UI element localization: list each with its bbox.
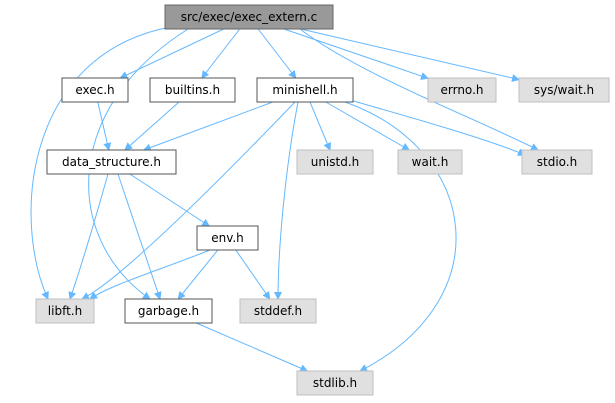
node-label: libft.h xyxy=(48,304,82,318)
node-root: src/exec/exec_extern.c xyxy=(164,4,334,30)
edge-root-to-errno-h xyxy=(283,28,429,80)
edge-builtins-h-to-data-structure-h xyxy=(124,101,180,151)
edge-env-h-to-stddef-h xyxy=(235,249,271,300)
node-box xyxy=(427,77,497,103)
edge-minishell-h-to-stddef-h xyxy=(274,101,299,300)
edge-garbage-h-to-stdlib-h xyxy=(196,322,309,372)
node-env-h[interactable]: env.h xyxy=(196,225,259,251)
edge-root-to-syswait-h xyxy=(300,28,520,82)
edge-data-structure-h-to-libft-h xyxy=(68,173,109,300)
node-unistd-h: unistd.h xyxy=(296,149,374,175)
node-label: src/exec/exec_extern.c xyxy=(181,10,317,24)
edge-minishell-h-to-stdlib-h xyxy=(344,101,457,372)
edge-root-to-minishell-h xyxy=(257,28,297,79)
node-garbage-h[interactable]: garbage.h xyxy=(124,298,213,324)
edge-minishell-h-to-data-structure-h xyxy=(142,101,273,152)
edge-minishell-h-to-stdio-h xyxy=(349,99,526,156)
node-label: env.h xyxy=(211,231,244,245)
node-box xyxy=(296,370,374,396)
node-label: sys/wait.h xyxy=(534,83,594,97)
node-box xyxy=(61,77,129,103)
node-label: stddef.h xyxy=(254,304,302,318)
node-label: stdlib.h xyxy=(313,376,357,390)
edge-minishell-h-to-wait-h xyxy=(325,101,411,151)
node-builtins-h[interactable]: builtins.h xyxy=(149,77,236,103)
edge-root-to-stdio-h xyxy=(299,28,539,151)
node-label: unistd.h xyxy=(311,155,360,169)
edge-env-h-to-libft-h xyxy=(89,249,211,300)
node-box xyxy=(149,77,236,103)
node-box xyxy=(521,149,593,175)
edge-minishell-h-to-libft-h xyxy=(81,101,296,300)
node-box xyxy=(124,298,213,324)
node-box xyxy=(164,4,334,30)
nodes-layer: src/exec/exec_extern.c exec.h builtins.h mi… xyxy=(35,4,610,396)
node-label: minishell.h xyxy=(272,83,337,97)
edges-layer xyxy=(30,26,539,372)
edge-minishell-h-to-unistd-h xyxy=(309,101,331,151)
node-label: data_structure.h xyxy=(62,155,161,169)
edge-data-structure-h-to-env-h xyxy=(129,173,211,227)
node-stdlib-h: stdlib.h xyxy=(296,370,374,396)
node-label: wait.h xyxy=(412,155,449,169)
node-errno-h: errno.h xyxy=(427,77,497,103)
edge-env-h-to-garbage-h xyxy=(177,249,219,300)
node-label: errno.h xyxy=(441,83,484,97)
edge-exec-h-to-data-structure-h xyxy=(97,101,112,151)
node-wait-h: wait.h xyxy=(397,149,463,175)
node-stddef-h: stddef.h xyxy=(239,298,317,324)
node-libft-h: libft.h xyxy=(35,298,95,324)
node-data-structure-h[interactable]: data_structure.h xyxy=(46,149,177,175)
node-box xyxy=(296,149,374,175)
node-label: garbage.h xyxy=(138,304,199,318)
node-minishell-h[interactable]: minishell.h xyxy=(256,77,354,103)
edge-data-structure-h-to-garbage-h xyxy=(117,173,162,300)
edge-root-to-exec-h xyxy=(119,28,224,79)
node-box xyxy=(46,149,177,175)
node-box xyxy=(35,298,95,324)
node-box xyxy=(239,298,317,324)
node-label: builtins.h xyxy=(165,83,220,97)
node-syswait-h: sys/wait.h xyxy=(518,77,610,103)
node-exec-h[interactable]: exec.h xyxy=(61,77,129,103)
node-label: stdio.h xyxy=(537,155,577,169)
node-box xyxy=(196,225,259,251)
node-box xyxy=(256,77,354,103)
edge-root-to-builtins-h xyxy=(201,28,241,79)
edge-root-to-libft-h xyxy=(30,26,171,300)
node-box xyxy=(397,149,463,175)
node-stdio-h: stdio.h xyxy=(521,149,593,175)
node-label: exec.h xyxy=(75,83,114,97)
node-box xyxy=(518,77,610,103)
